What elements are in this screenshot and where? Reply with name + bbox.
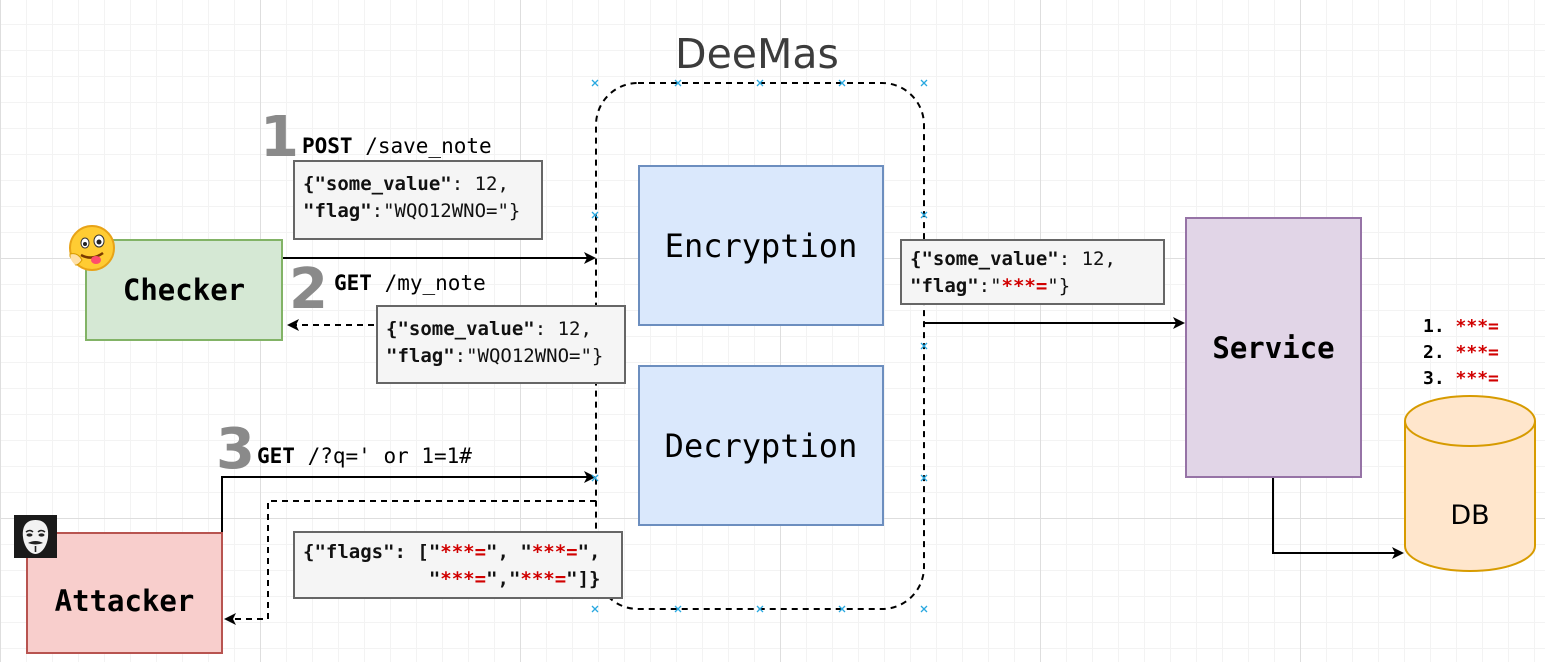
step-2-path: /my_note bbox=[371, 271, 486, 295]
payload-value: :"WQO12WNO="} bbox=[371, 200, 521, 222]
encryption-node[interactable]: Encryption bbox=[638, 165, 884, 326]
thinking-face-emoji-icon bbox=[69, 225, 115, 271]
step-3-number: 3 bbox=[216, 417, 255, 482]
redacted-flag: ***= bbox=[440, 541, 487, 563]
step-2-method: GET bbox=[334, 271, 372, 295]
step-2-payload[interactable]: {"some_value": 12, "flag":"WQO12WNO="} bbox=[376, 305, 626, 384]
db-record-index: 2. bbox=[1423, 342, 1445, 363]
arrow-attacker-to-deemas bbox=[221, 471, 596, 532]
db-record-index: 3. bbox=[1423, 368, 1445, 389]
service-node[interactable]: Service bbox=[1185, 217, 1362, 478]
payload-value: ", bbox=[577, 541, 601, 563]
payload-key: {"some_value" bbox=[910, 248, 1059, 270]
payload-value: : 12, bbox=[451, 173, 509, 195]
redacted-flag: ***= bbox=[440, 568, 487, 590]
deemas-title: DeeMas bbox=[675, 30, 839, 78]
arrow-service-to-db bbox=[1272, 478, 1404, 559]
payload-value: "," bbox=[486, 568, 521, 590]
payload-key: {"some_value" bbox=[386, 318, 535, 340]
encrypted-payload[interactable]: {"some_value": 12, "flag":"***="} bbox=[900, 239, 1165, 305]
payload-value: ", " bbox=[486, 541, 532, 563]
step-2-request: GET /my_note bbox=[334, 271, 486, 295]
db-record-index: 1. bbox=[1423, 316, 1445, 337]
db-record-value: ***= bbox=[1455, 342, 1499, 363]
arrow-deemas-to-attacker bbox=[224, 500, 596, 625]
step-2-number: 2 bbox=[289, 257, 328, 322]
payload-value: "]} bbox=[566, 568, 601, 590]
payload-key: {"some_value" bbox=[303, 173, 452, 195]
payload-value: "} bbox=[1047, 275, 1071, 297]
checker-node[interactable]: Checker bbox=[85, 239, 283, 341]
step-1-request: POST /save_note bbox=[302, 134, 492, 158]
payload-value: : 12, bbox=[534, 318, 592, 340]
step-1-payload[interactable]: {"some_value": 12, "flag":"WQO12WNO="} bbox=[293, 160, 543, 240]
selection-markers bbox=[591, 79, 928, 613]
db-record-value: ***= bbox=[1455, 368, 1499, 389]
payload-value: : 12, bbox=[1058, 248, 1116, 270]
db-record-value: ***= bbox=[1455, 316, 1499, 337]
redacted-flag: ***= bbox=[531, 541, 578, 563]
payload-key: "flag" bbox=[910, 275, 979, 297]
step-3-path: /?q=' or 1=1# bbox=[294, 444, 472, 468]
redacted-flag: ***= bbox=[1001, 275, 1048, 297]
attacker-node[interactable]: Attacker bbox=[26, 532, 223, 654]
db-label: DB bbox=[1450, 500, 1490, 531]
payload-value: " bbox=[428, 568, 441, 590]
payload-value: : [" bbox=[394, 541, 441, 563]
payload-key: "flag" bbox=[386, 345, 455, 367]
payload-key: "flag" bbox=[303, 200, 372, 222]
step-1-method: POST bbox=[302, 134, 353, 158]
deemas-container bbox=[595, 82, 925, 610]
decryption-node[interactable]: Decryption bbox=[638, 365, 884, 526]
step-3-method: GET bbox=[257, 444, 295, 468]
step-3-payload[interactable]: {"flags": ["***=", "***=", "***=","***="… bbox=[293, 531, 623, 599]
anonymous-mask-icon bbox=[14, 515, 57, 558]
db-cylinder bbox=[1404, 395, 1536, 572]
payload-value: :" bbox=[978, 275, 1002, 297]
redacted-flag: ***= bbox=[520, 568, 567, 590]
step-1-number: 1 bbox=[260, 105, 299, 170]
step-3-request: GET /?q=' or 1=1# bbox=[257, 444, 472, 468]
step-1-path: /save_note bbox=[352, 134, 492, 158]
payload-key: {"flags" bbox=[303, 541, 395, 563]
db-records-list: 1. ***= 2. ***= 3. ***= bbox=[1423, 314, 1499, 392]
payload-value: :"WQO12WNO="} bbox=[454, 345, 604, 367]
